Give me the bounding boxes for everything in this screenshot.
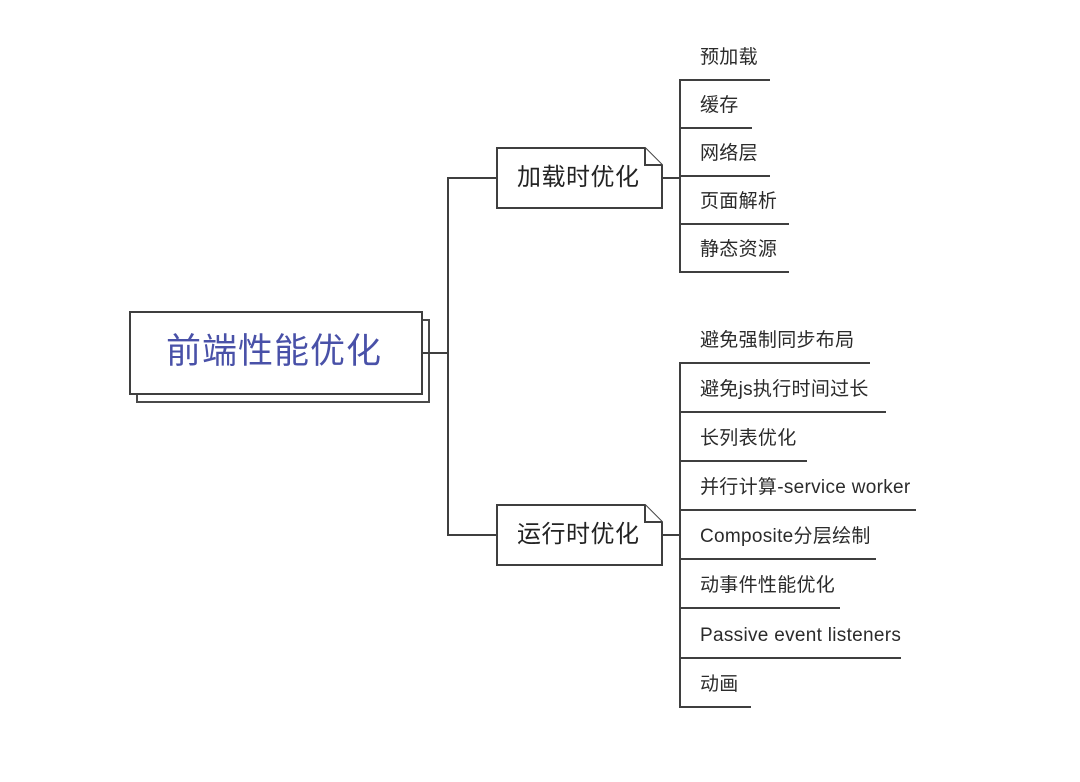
leaf-node-label[interactable]: 避免js执行时间过长 — [700, 379, 869, 400]
leaf-node-label[interactable]: 页面解析 — [700, 191, 778, 212]
branch-card-2-fold-icon — [644, 505, 662, 523]
leaf-node-label[interactable]: 预加载 — [700, 47, 758, 68]
leaf-node-label[interactable]: 动画 — [700, 674, 739, 695]
leaf-node-label[interactable]: 动事件性能优化 — [700, 575, 836, 596]
branch-card-2 — [496, 504, 663, 566]
branch-node-label-loading[interactable]: 加载时优化 — [517, 164, 640, 191]
leaf-node-label[interactable]: Passive event listeners — [700, 625, 902, 646]
leaf-node-label[interactable]: 缓存 — [700, 95, 739, 116]
branch-card-1-fold-icon — [644, 148, 662, 166]
leaf-node-label[interactable]: 避免强制同步布局 — [700, 330, 855, 351]
leaf-node-label[interactable]: Composite分层绘制 — [700, 526, 871, 547]
root-node-label[interactable]: 前端性能优化 — [166, 332, 383, 371]
branch-card-1 — [496, 147, 663, 209]
branch-node-label-runtime[interactable]: 运行时优化 — [517, 521, 640, 548]
root-card — [129, 311, 423, 395]
leaf-node-label[interactable]: 并行计算-service worker — [700, 477, 911, 498]
leaf-node-label[interactable]: 静态资源 — [700, 239, 778, 260]
leaf-node-label[interactable]: 网络层 — [700, 143, 758, 164]
leaf-node-label[interactable]: 长列表优化 — [700, 428, 797, 449]
